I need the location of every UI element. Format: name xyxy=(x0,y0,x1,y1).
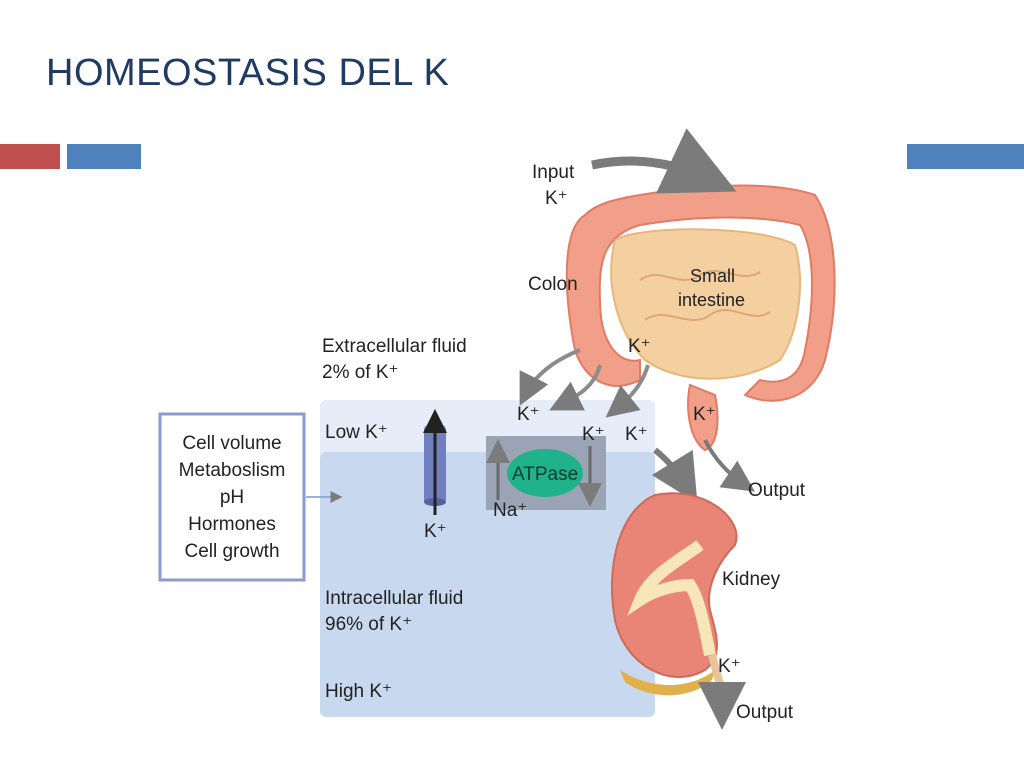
small-intestine-shape xyxy=(610,228,801,380)
atpase-ellipse xyxy=(507,449,583,497)
intracellular-label: Intracellular fluid xyxy=(325,588,463,609)
rectum-k-label: K⁺ xyxy=(693,404,716,425)
small-intestine-label-1: Small xyxy=(690,266,735,286)
small-intestine-coils xyxy=(639,269,771,321)
urine-output-label: Output xyxy=(736,702,794,723)
intracellular-percent-label: 96% of K⁺ xyxy=(325,614,412,635)
accent-bar-red xyxy=(0,144,60,169)
factors-box xyxy=(158,412,306,582)
factor-cell-volume: Cell volume xyxy=(182,433,281,454)
pump-k-label: K⁺ xyxy=(582,424,605,445)
extracellular-label: Extracellular fluid xyxy=(322,336,467,357)
gut-k-label: K⁺ xyxy=(628,336,651,357)
ecf-k-label-1: K⁺ xyxy=(517,404,540,425)
gut-to-ecf-arrow-right xyxy=(605,364,650,418)
input-label: Input xyxy=(532,162,575,183)
rectum-shape xyxy=(687,383,719,452)
factor-metabolism: Metaboslism xyxy=(179,460,286,481)
factor-ph: pH xyxy=(220,487,244,508)
kidney-k-label: K⁺ xyxy=(718,656,741,677)
ecf-to-gut-arrow xyxy=(549,364,602,411)
intracellular-compartment xyxy=(320,452,655,717)
ecf-to-kidney-arrow xyxy=(651,447,698,504)
extracellular-percent-label: 2% of K⁺ xyxy=(322,362,399,383)
kidney-label: Kidney xyxy=(722,569,781,590)
low-k-label: Low K⁺ xyxy=(325,422,388,443)
factor-cell-growth: Cell growth xyxy=(184,541,279,562)
channel-k-label: K⁺ xyxy=(424,521,447,542)
atpase-label: ATPase xyxy=(512,464,578,485)
colon-label: Colon xyxy=(528,274,578,295)
accent-bar-blue-right xyxy=(907,144,1024,169)
na-label: Na⁺ xyxy=(493,500,527,521)
ecf-k-label-2: K⁺ xyxy=(625,424,648,445)
accent-bar-blue-left xyxy=(67,144,141,169)
input-k-label: K⁺ xyxy=(545,188,568,209)
high-k-label: High K⁺ xyxy=(325,681,392,702)
input-arrow xyxy=(591,128,737,194)
gut-to-ecf-arrow-left xyxy=(519,348,581,406)
fecal-output-arrow xyxy=(703,439,755,492)
factor-hormones: Hormones xyxy=(188,514,276,535)
small-intestine-label-2: intestine xyxy=(678,290,745,310)
fecal-output-label: Output xyxy=(748,480,806,501)
slide-title: HOMEOSTASIS DEL K xyxy=(46,52,450,94)
colon-shape xyxy=(565,184,836,402)
